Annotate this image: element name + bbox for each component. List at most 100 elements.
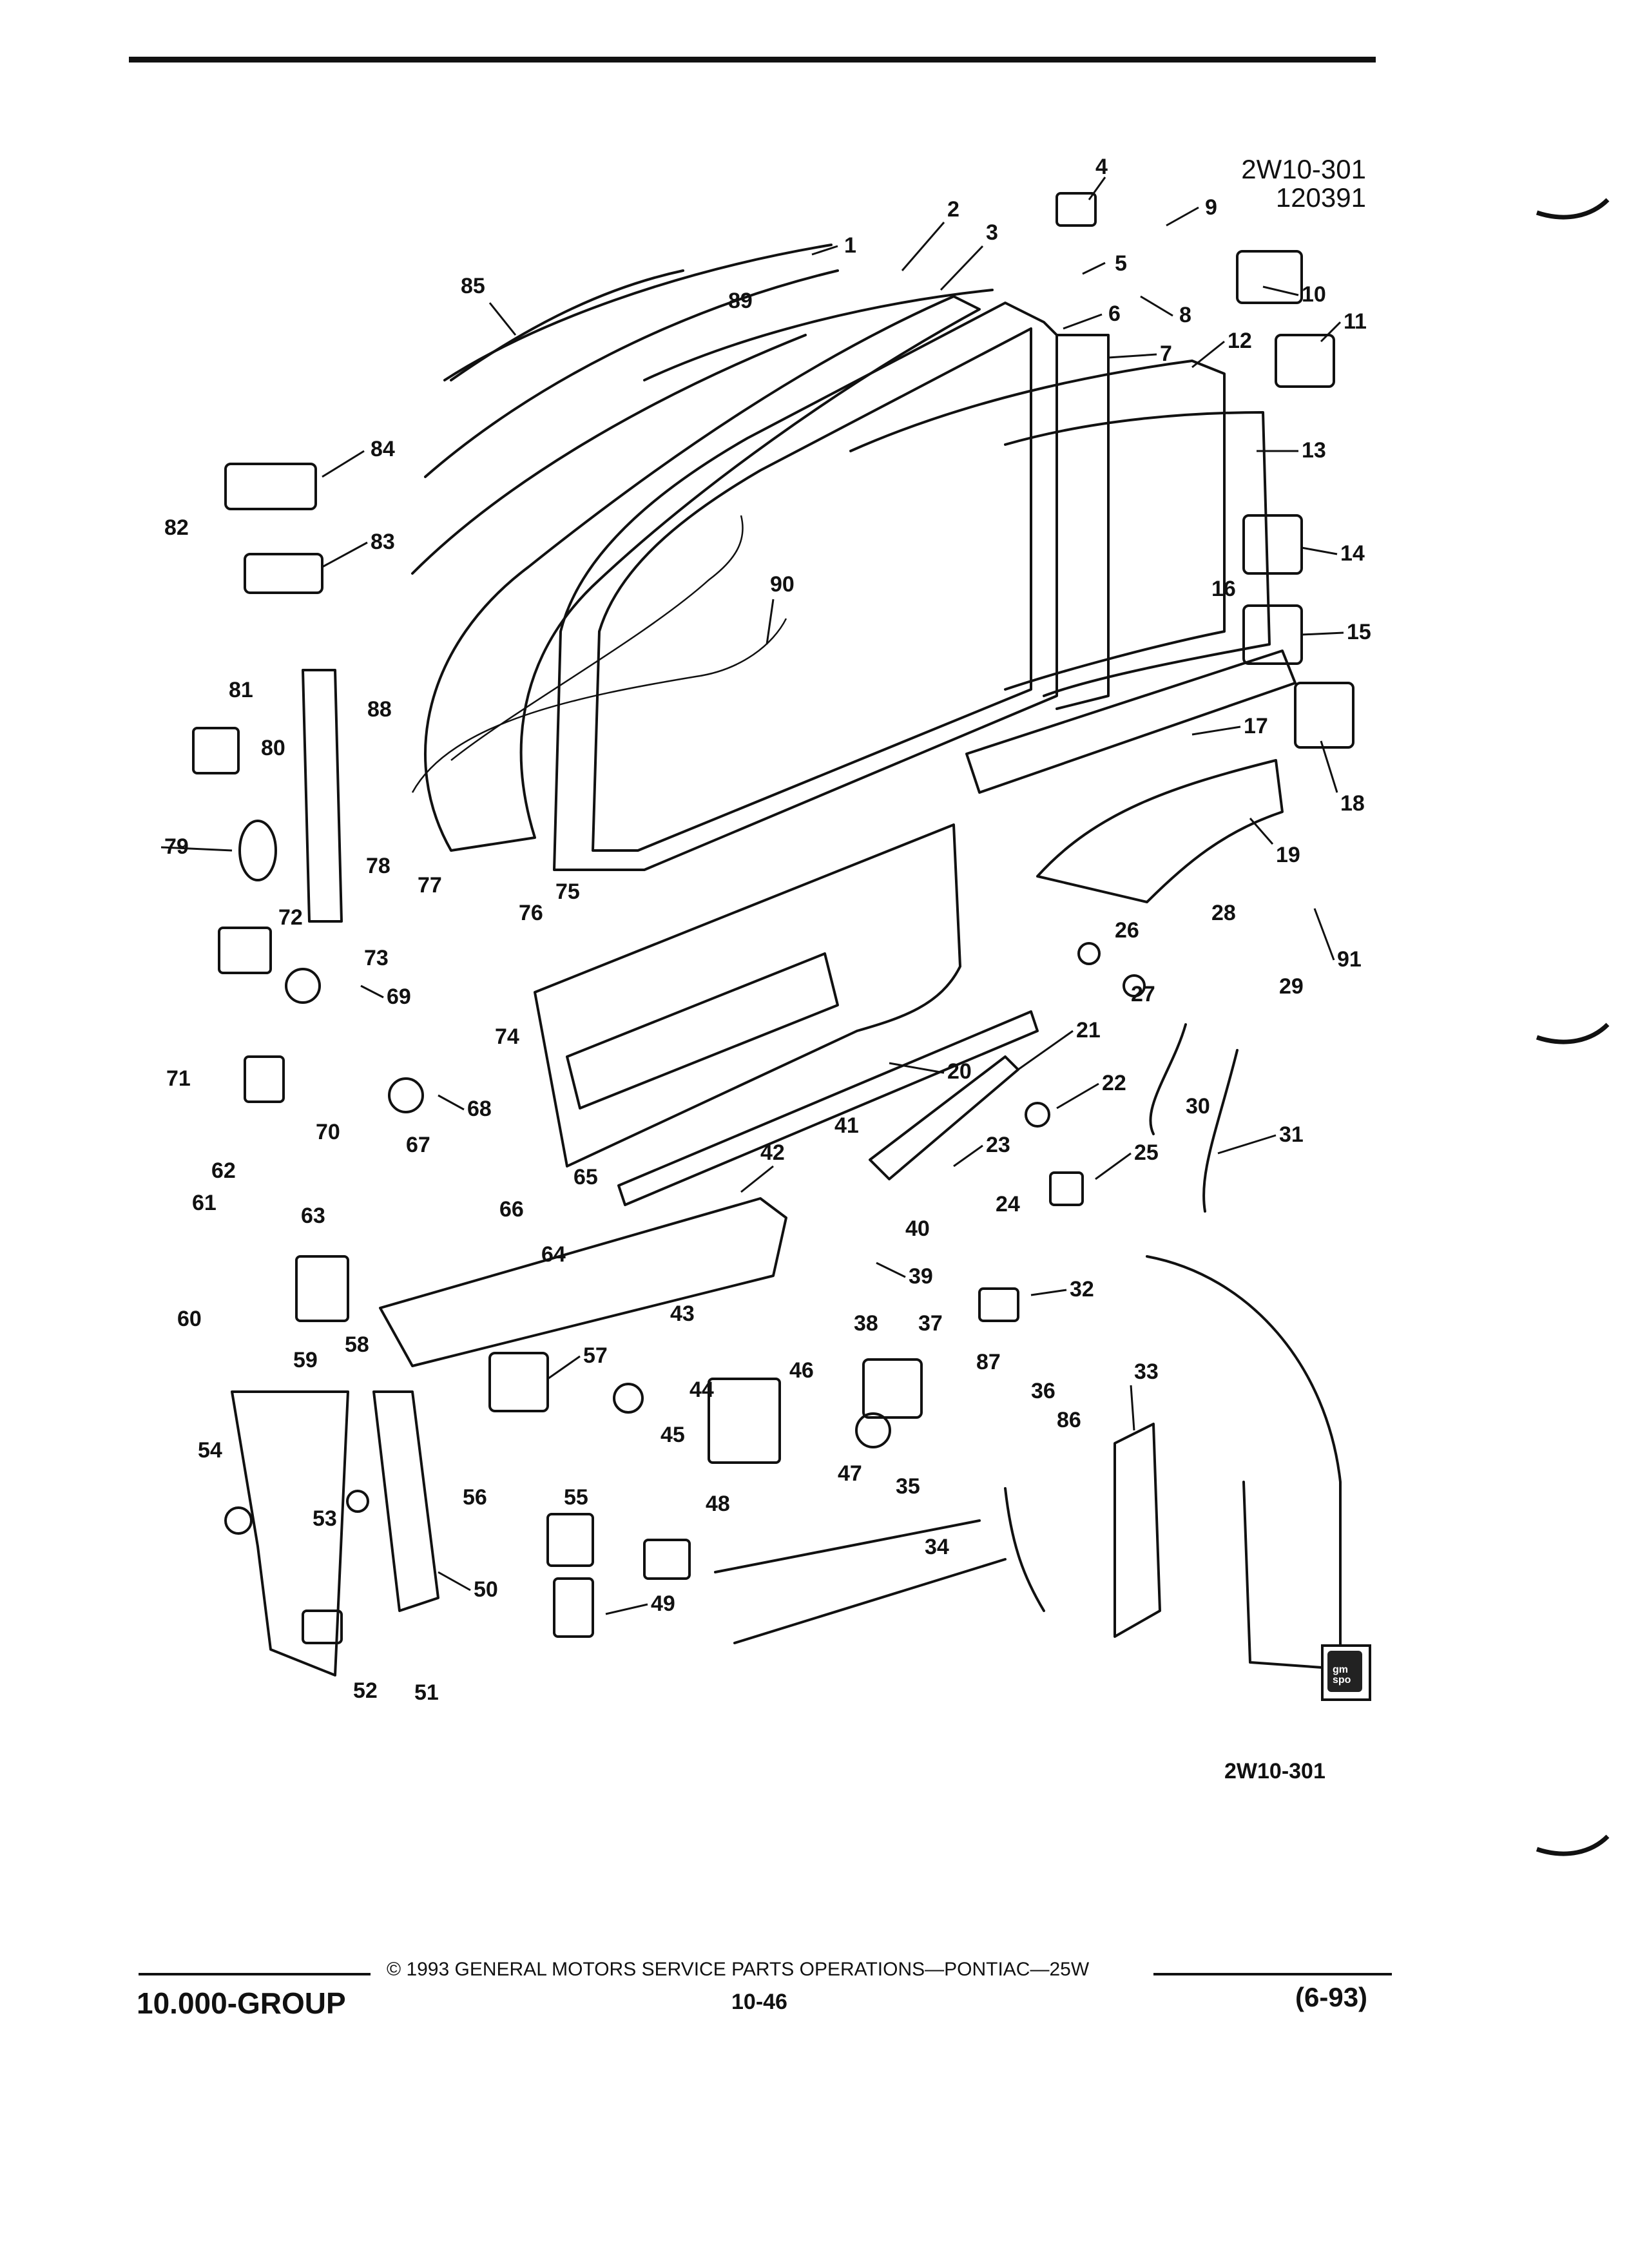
callout-53: 53 [313, 1506, 337, 1531]
footer-rule-right [1153, 1973, 1392, 1975]
callout-11: 11 [1344, 309, 1367, 334]
callout-14: 14 [1340, 541, 1365, 566]
callout-80: 80 [261, 736, 285, 760]
callout-48: 48 [706, 1492, 730, 1516]
illustration-code: 2W10-301 [1241, 154, 1366, 184]
footer-rule-left [139, 1973, 371, 1975]
callout-49: 49 [651, 1591, 675, 1616]
callout-18: 18 [1340, 791, 1365, 816]
callout-38: 38 [854, 1311, 878, 1336]
callout-74: 74 [495, 1024, 519, 1049]
callout-41: 41 [834, 1113, 859, 1138]
callout-10: 10 [1302, 282, 1326, 307]
callout-20: 20 [947, 1059, 972, 1084]
callout-5: 5 [1115, 251, 1127, 276]
callout-90: 90 [770, 572, 795, 597]
callout-26: 26 [1115, 918, 1139, 943]
callout-87: 87 [976, 1350, 1001, 1374]
callout-67: 67 [406, 1133, 430, 1157]
callout-55: 55 [564, 1485, 588, 1510]
callout-16: 16 [1211, 577, 1236, 601]
callout-66: 66 [499, 1197, 524, 1222]
callout-2: 2 [947, 197, 959, 222]
callout-42: 42 [760, 1140, 785, 1165]
callout-43: 43 [670, 1302, 695, 1326]
callouts: 1 2 3 4 5 6 7 8 9 10 11 12 13 14 15 16 1… [164, 155, 1371, 1705]
callout-82: 82 [164, 515, 189, 540]
callout-69: 69 [387, 985, 411, 1009]
callout-78: 78 [366, 854, 390, 878]
callout-9: 9 [1205, 195, 1217, 220]
date-code: 120391 [1275, 182, 1366, 213]
callout-17: 17 [1244, 714, 1268, 738]
callout-54: 54 [198, 1438, 222, 1463]
callout-45: 45 [660, 1423, 685, 1447]
callout-3: 3 [986, 220, 998, 245]
callout-72: 72 [278, 905, 303, 930]
callout-29: 29 [1279, 974, 1304, 999]
callout-86: 86 [1057, 1408, 1081, 1432]
revision-date: (6-93) [1295, 1982, 1368, 2012]
callout-32: 32 [1070, 1277, 1094, 1302]
callout-77: 77 [418, 873, 442, 898]
callout-70: 70 [316, 1120, 340, 1144]
callout-37: 37 [918, 1311, 943, 1336]
callout-27: 27 [1131, 982, 1155, 1006]
callout-19: 19 [1276, 843, 1300, 867]
logo-text: gm spo [1333, 1664, 1351, 1686]
callout-12: 12 [1228, 329, 1252, 353]
callout-71: 71 [166, 1066, 191, 1091]
callout-56: 56 [463, 1485, 487, 1510]
callout-13: 13 [1302, 438, 1326, 463]
page-number: 10-46 [731, 1990, 787, 2014]
callout-75: 75 [555, 879, 580, 904]
hardware-parts [192, 192, 1354, 1644]
callout-21: 21 [1076, 1018, 1101, 1043]
callout-6: 6 [1108, 302, 1121, 326]
callout-65: 65 [574, 1165, 598, 1189]
callout-35: 35 [896, 1474, 920, 1499]
callout-46: 46 [789, 1358, 814, 1383]
gm-spo-logo: gm spo [1321, 1644, 1371, 1701]
callout-30: 30 [1186, 1094, 1210, 1119]
callout-34: 34 [925, 1535, 949, 1559]
callout-84: 84 [371, 437, 395, 461]
callout-59: 59 [293, 1348, 318, 1372]
callout-85: 85 [461, 274, 485, 298]
callout-8: 8 [1179, 303, 1191, 327]
callout-60: 60 [177, 1307, 202, 1331]
callout-50: 50 [474, 1577, 498, 1602]
callout-57: 57 [583, 1343, 608, 1368]
diagram-code-bottom: 2W10-301 [1224, 1759, 1325, 1783]
callout-36: 36 [1031, 1379, 1055, 1403]
copyright-line: © 1993 GENERAL MOTORS SERVICE PARTS OPER… [387, 1959, 1090, 1980]
callout-73: 73 [364, 946, 389, 970]
callout-15: 15 [1347, 620, 1371, 644]
callout-28: 28 [1211, 901, 1236, 925]
callout-79: 79 [164, 834, 189, 859]
callout-7: 7 [1160, 341, 1172, 366]
leader-lines [160, 177, 1344, 1615]
callout-76: 76 [519, 901, 543, 925]
group-label: 10.000-GROUP [137, 1986, 346, 2020]
callout-52: 52 [353, 1678, 378, 1703]
callout-91: 91 [1337, 947, 1362, 972]
callout-31: 31 [1279, 1122, 1304, 1147]
callout-33: 33 [1134, 1360, 1159, 1384]
callout-81: 81 [229, 678, 253, 702]
edge-mark-top [1536, 198, 1610, 220]
callout-22: 22 [1102, 1071, 1126, 1095]
callout-64: 64 [541, 1242, 566, 1267]
door-shell [231, 244, 1342, 1677]
callout-44: 44 [689, 1378, 714, 1402]
callout-23: 23 [986, 1133, 1010, 1157]
callout-83: 83 [371, 530, 395, 554]
top-rule [129, 57, 1376, 62]
callout-24: 24 [996, 1192, 1020, 1216]
callout-1: 1 [844, 233, 856, 258]
callout-39: 39 [909, 1264, 933, 1289]
callout-51: 51 [414, 1680, 439, 1705]
callout-63: 63 [301, 1204, 325, 1228]
